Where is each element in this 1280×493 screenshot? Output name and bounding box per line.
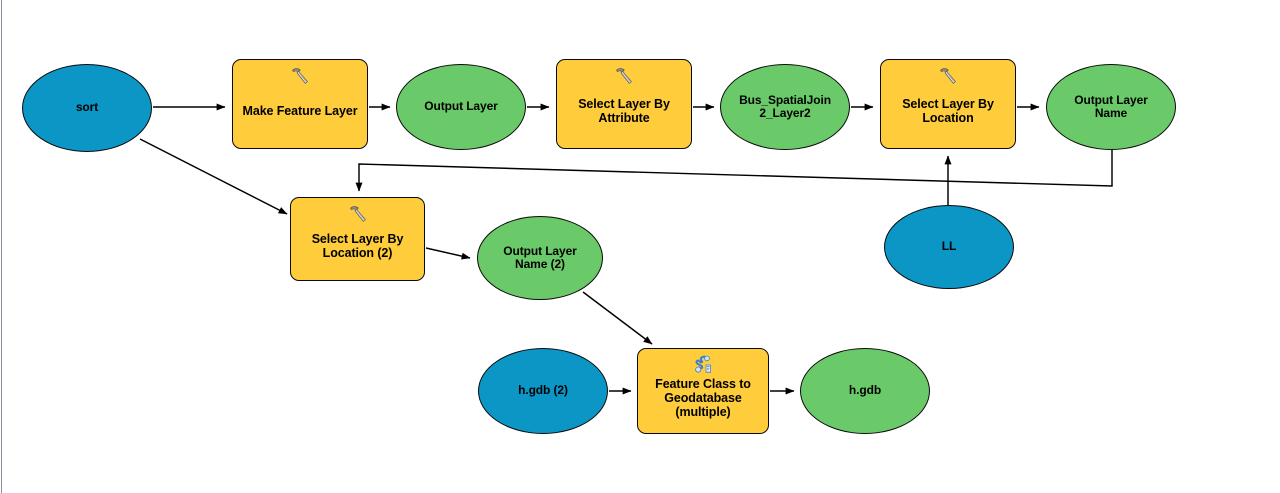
- node-label: h.gdb: [848, 383, 882, 398]
- hammer-icon: [347, 204, 369, 224]
- node-feature-class-to-geodatabase[interactable]: Feature Class to Geodatabase (multiple): [637, 348, 769, 434]
- node-select-layer-by-location-2[interactable]: Select Layer By Location (2): [290, 197, 425, 281]
- node-sort[interactable]: sort: [22, 64, 152, 152]
- node-label: Output Layer: [424, 99, 498, 114]
- node-label: h.gdb (2): [518, 383, 568, 398]
- node-label: Output Layer Name: [1074, 92, 1148, 120]
- hammer-icon: [937, 66, 959, 86]
- node-label: Feature Class to Geodatabase (multiple): [655, 377, 751, 419]
- hammer-icon: [289, 66, 311, 86]
- node-label: sort: [75, 100, 99, 115]
- node-label: Select Layer By Attribute: [578, 97, 670, 125]
- connector-output-layer-name-to-select-layer-by-location-2[interactable]: [355, 148, 1113, 192]
- node-h-gdb[interactable]: h.gdb: [800, 348, 930, 434]
- node-output-layer-name[interactable]: Output Layer Name: [1046, 64, 1176, 150]
- connector-sort-to-select-layer-by-location-2[interactable]: [139, 138, 288, 215]
- node-output-layer-name-2[interactable]: Output Layer Name (2): [477, 216, 603, 300]
- node-label: Select Layer By Location: [902, 97, 994, 125]
- node-bus-spatialjoin-2-layer2[interactable]: Bus_SpatialJoin 2_Layer2: [720, 64, 850, 150]
- node-label: Make Feature Layer: [242, 104, 358, 118]
- script-tool-icon: [692, 355, 714, 375]
- node-ll[interactable]: LL: [884, 205, 1014, 289]
- node-label: Output Layer Name (2): [503, 243, 577, 271]
- canvas-left-border: [1, 0, 3, 493]
- hammer-icon: [613, 66, 635, 86]
- connector-output-layer-name-2-to-feature-class-to-geodatabase[interactable]: [582, 291, 653, 345]
- connector-select-layer-by-location-2-to-output-layer-name-2[interactable]: [425, 247, 471, 260]
- node-output-layer[interactable]: Output Layer: [396, 64, 526, 150]
- node-make-feature-layer[interactable]: Make Feature Layer: [232, 59, 368, 149]
- node-label: LL: [941, 239, 957, 254]
- node-label: Select Layer By Location (2): [311, 232, 404, 260]
- node-h-gdb-2[interactable]: h.gdb (2): [478, 348, 608, 434]
- node-select-layer-by-location[interactable]: Select Layer By Location: [880, 59, 1016, 149]
- node-select-layer-by-attribute[interactable]: Select Layer By Attribute: [556, 59, 692, 149]
- node-label: Bus_SpatialJoin 2_Layer2: [739, 92, 831, 120]
